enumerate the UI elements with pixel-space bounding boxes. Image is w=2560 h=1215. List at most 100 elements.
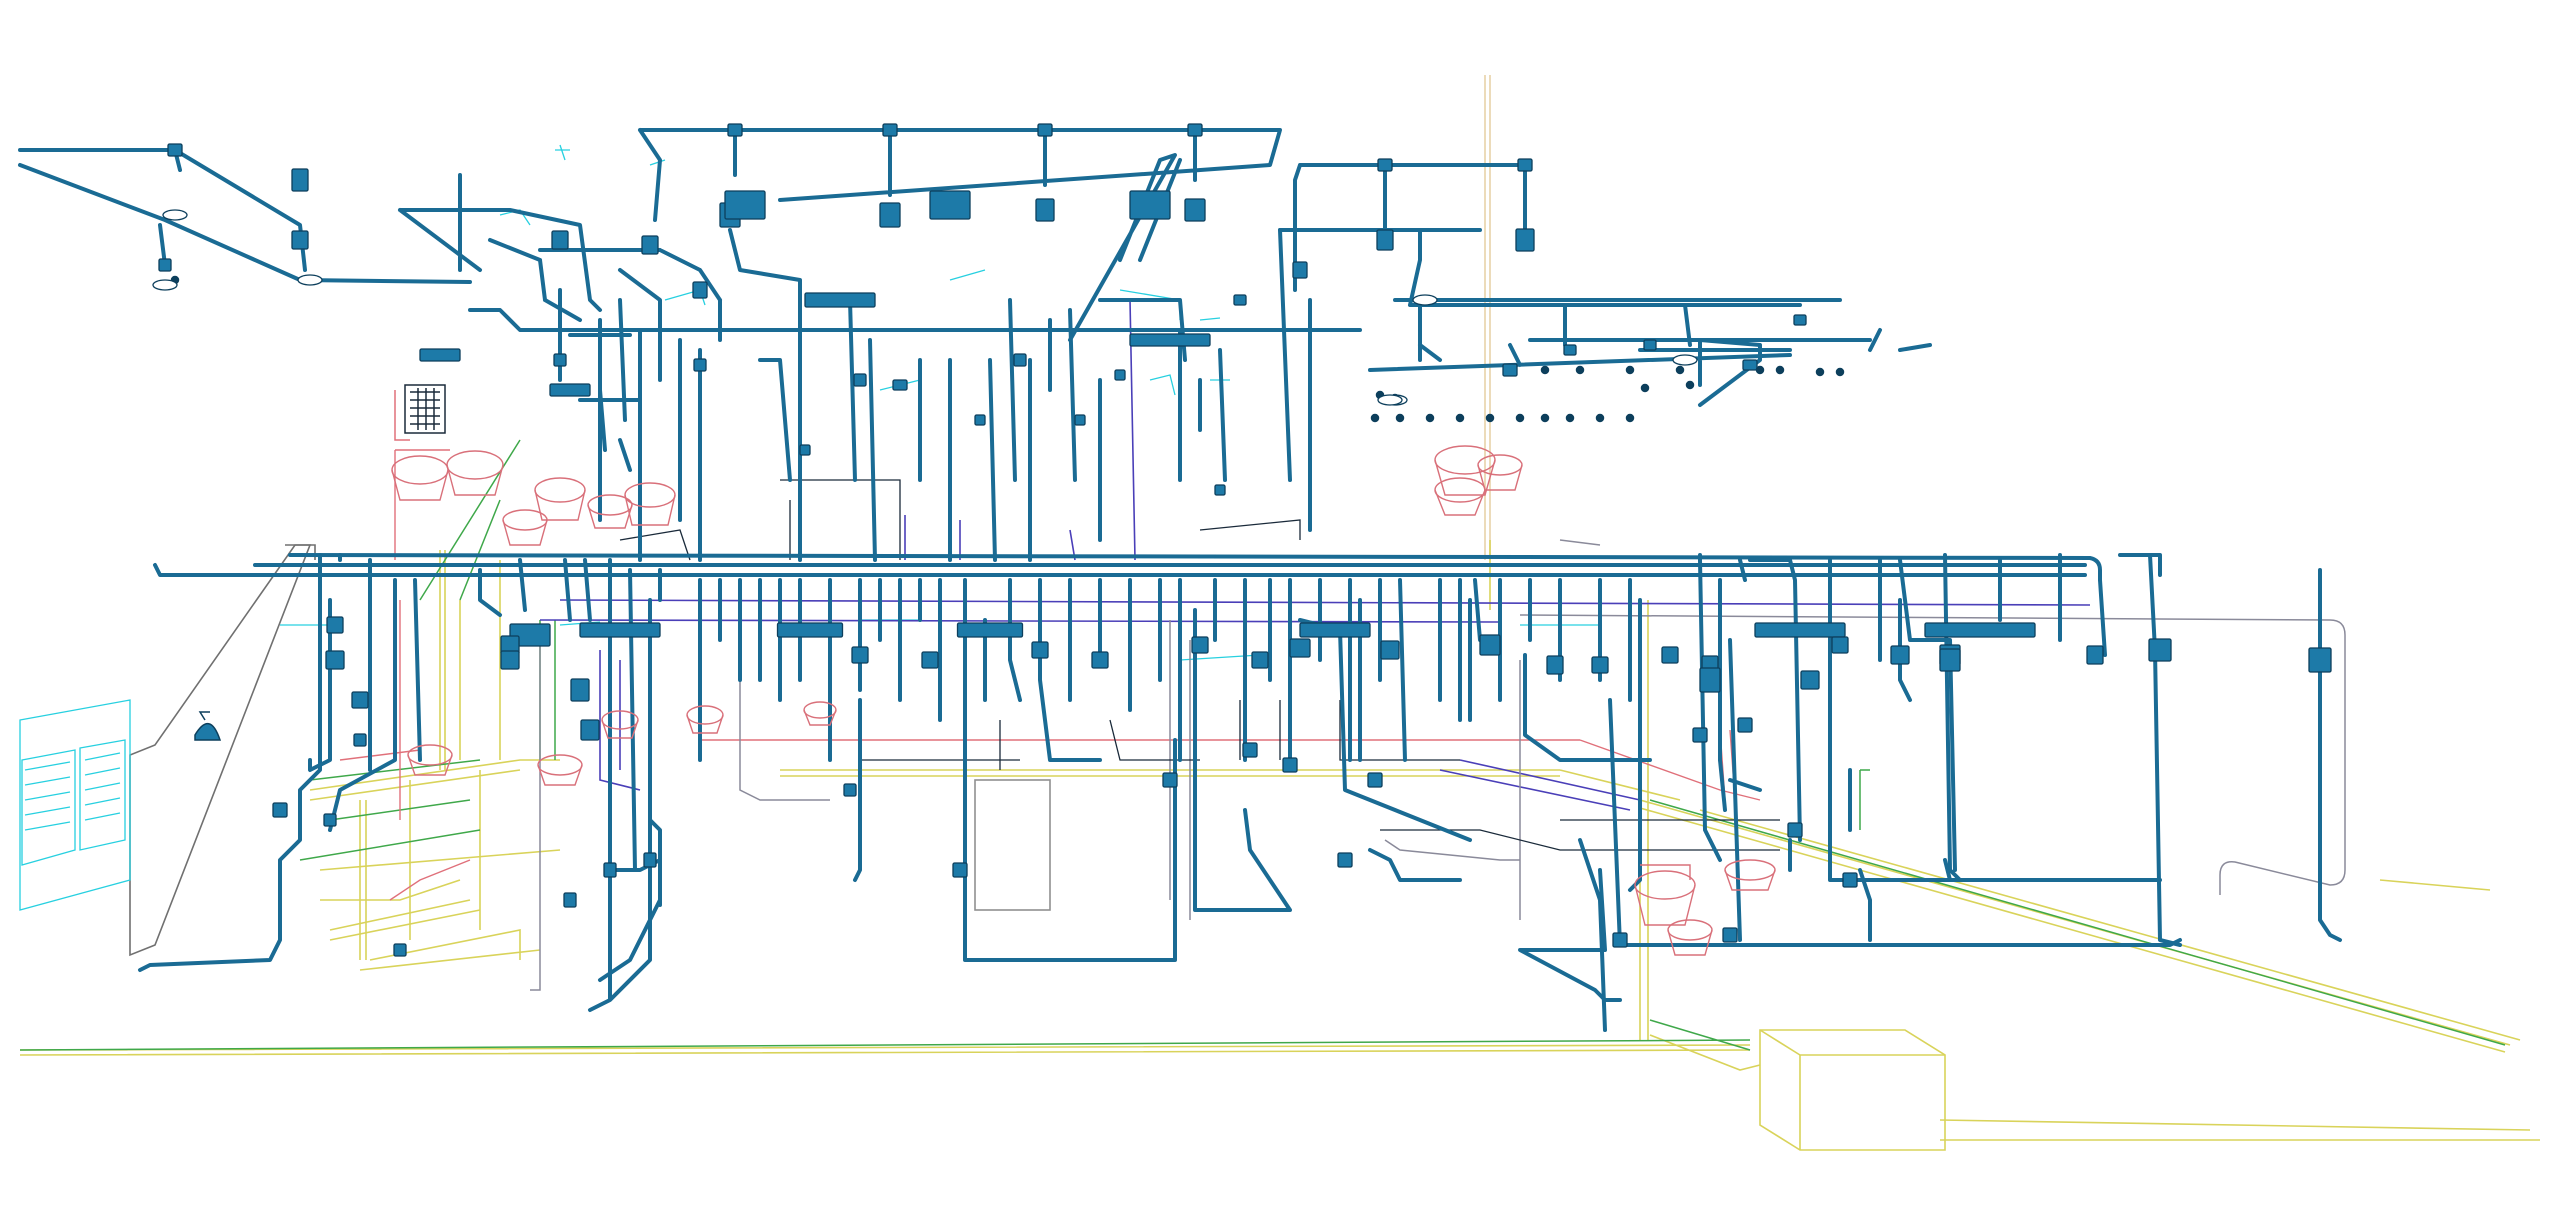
junction-box-icon xyxy=(353,733,367,747)
junction-box-icon xyxy=(1787,822,1803,838)
water-branch xyxy=(299,439,521,861)
junction-box-icon xyxy=(692,281,708,299)
junction-box-icon xyxy=(853,373,867,387)
conduit-run xyxy=(1378,578,1462,762)
junction-box-icon xyxy=(1890,645,1910,665)
hot-water-layer xyxy=(339,449,1761,901)
junction-box-icon xyxy=(351,691,369,709)
junction-box-icon xyxy=(1380,640,1400,660)
junction-box-icon xyxy=(956,622,1024,638)
junction-box-icon xyxy=(1479,634,1501,656)
junction-box-icon xyxy=(291,168,309,192)
light-fixture-icon xyxy=(1485,413,1495,423)
junction-box-icon xyxy=(1939,648,1961,672)
waste-branch xyxy=(309,759,561,901)
junction-box-icon xyxy=(1013,353,1027,367)
junction-box-icon xyxy=(1191,636,1209,654)
junction-box-icon xyxy=(291,230,309,250)
wire-run xyxy=(780,479,1301,560)
wire-run xyxy=(1380,819,1780,851)
conduit-run xyxy=(1368,848,1462,882)
light-fixture-icon xyxy=(1625,365,1635,375)
conduit-run xyxy=(478,558,592,622)
hot-water-riser xyxy=(394,449,450,820)
lv-cable xyxy=(599,650,641,791)
junction-box-icon xyxy=(553,353,567,367)
electrical-devices-layer xyxy=(152,123,2332,957)
sink-icon xyxy=(587,494,633,529)
conduit-run xyxy=(253,553,2102,582)
door-opening xyxy=(974,779,1051,911)
light-fixture-icon xyxy=(1640,383,1650,393)
conduit-run xyxy=(1008,578,1102,762)
light-fixture-icon xyxy=(1685,380,1695,390)
conduit-run xyxy=(588,558,662,1012)
junction-box-icon xyxy=(1722,927,1738,943)
junction-box-icon xyxy=(952,862,968,878)
light-fixture-icon xyxy=(1775,365,1785,375)
junction-box-icon xyxy=(1114,369,1126,381)
junction-box-icon xyxy=(2148,638,2172,662)
toilet-icon xyxy=(1634,864,1696,926)
junction-box-icon xyxy=(1742,359,1758,371)
junction-box-icon xyxy=(1337,852,1353,868)
junction-box-icon xyxy=(1129,333,1211,347)
conduit-run xyxy=(1528,328,1932,352)
junction-box-icon xyxy=(1187,123,1203,137)
waste-main xyxy=(19,1044,1751,1056)
junction-box-icon xyxy=(1699,667,1721,693)
conduit-run xyxy=(1158,578,1292,912)
junction-box-icon xyxy=(419,348,461,362)
plumbing-fixtures-layer xyxy=(391,445,1776,956)
junction-box-icon xyxy=(1129,190,1171,220)
conduit-run xyxy=(1748,558,2162,882)
junction-box-icon xyxy=(1754,622,1846,638)
junction-box-icon xyxy=(1214,484,1226,496)
light-fixture-icon xyxy=(1675,365,1685,375)
junction-box-icon xyxy=(325,650,345,670)
junction-box-icon xyxy=(1692,727,1708,743)
sink-icon xyxy=(803,701,837,726)
junction-box-icon xyxy=(326,616,344,634)
conduit-run xyxy=(2118,553,2162,577)
junction-box-icon xyxy=(804,292,876,308)
sink-icon xyxy=(502,509,548,546)
conduit-run xyxy=(138,558,322,972)
junction-box-icon xyxy=(1376,229,1394,251)
conduit-run xyxy=(948,298,1102,562)
conduit-run xyxy=(878,578,942,722)
junction-box-icon xyxy=(776,622,844,638)
sink-icon xyxy=(534,477,586,521)
conduit-run xyxy=(1878,558,1957,872)
junction-box-icon xyxy=(1377,158,1393,172)
junction-box-icon xyxy=(580,719,600,741)
junction-box-icon xyxy=(641,235,659,255)
waste-riser xyxy=(359,770,481,960)
junction-box-icon xyxy=(799,444,811,456)
junction-box-icon xyxy=(1282,757,1298,773)
junction-box-icon xyxy=(1367,772,1383,788)
conduit-run xyxy=(558,268,662,422)
light-fixture-icon xyxy=(1565,413,1575,423)
junction-box-icon xyxy=(724,190,766,220)
junction-box-icon xyxy=(1037,123,1053,137)
water-branch xyxy=(1649,799,2506,1051)
sink-icon xyxy=(1477,454,1523,491)
junction-box-icon xyxy=(1091,651,1109,669)
junction-box-icon xyxy=(272,802,288,818)
sink-icon xyxy=(686,705,724,734)
waste-branch xyxy=(1939,1119,2540,1141)
floor-box xyxy=(1759,1029,1946,1151)
light-fixture-icon xyxy=(1455,413,1465,423)
conduit-run xyxy=(638,128,1282,222)
conduit-run xyxy=(398,173,602,312)
building-structure-layer xyxy=(129,75,1946,1151)
conduit-run xyxy=(1213,578,1272,762)
junction-box-icon xyxy=(693,358,707,372)
junction-box-icon xyxy=(2086,645,2104,665)
conduit-run xyxy=(1368,338,1792,387)
conduit-run xyxy=(1698,338,1762,407)
light-fixture-icon xyxy=(1595,413,1605,423)
